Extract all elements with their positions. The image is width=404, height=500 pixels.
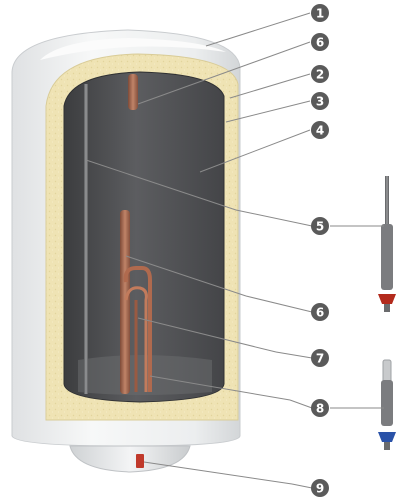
callout-number: 7: [316, 352, 324, 366]
inlet-tube: [84, 84, 88, 394]
callout-number: 9: [316, 482, 324, 496]
callout-4: 4: [311, 121, 329, 139]
callout-2: 2: [311, 65, 329, 83]
callout-1: 1: [311, 4, 329, 22]
callout-number: 6: [316, 36, 324, 50]
callout-5: 5: [311, 217, 329, 235]
callout-7: 7: [311, 349, 329, 367]
callout-number: 2: [316, 68, 324, 82]
thermostat-indicator-icon: [136, 454, 144, 468]
callout-number: 8: [316, 402, 324, 416]
control-base: [69, 445, 191, 473]
callout-9: 9: [311, 479, 329, 497]
callout-6-middle: 6: [311, 303, 329, 321]
callout-leaders: [85, 12, 384, 489]
callout-number: 6: [316, 306, 324, 320]
callout-number: 5: [316, 220, 324, 234]
anode-rod-red: [378, 176, 396, 312]
callout-8: 8: [311, 399, 329, 417]
anode-rod-blue: [378, 359, 396, 450]
top-anode: [128, 74, 138, 110]
callout-number: 1: [316, 7, 324, 21]
callout-3: 3: [311, 92, 329, 110]
callout-number: 4: [316, 124, 324, 138]
callout-6-top: 6: [311, 33, 329, 51]
callout-number: 3: [316, 95, 324, 109]
